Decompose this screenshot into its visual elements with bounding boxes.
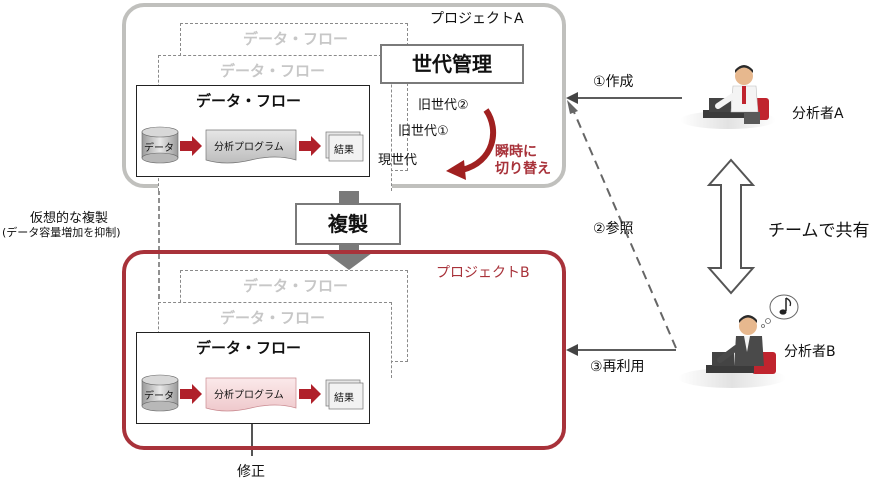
result-node-b-label: 結果 (334, 393, 354, 404)
analyst-b-label: 分析者B (784, 344, 836, 360)
reuse-arrow (566, 344, 676, 356)
create-arrow (566, 92, 682, 104)
reference-label: ②参照 (593, 221, 634, 237)
switch-instantly-text: 瞬時に切り替え (495, 144, 551, 177)
result-node-a-label: 結果 (334, 145, 354, 156)
reference-arrow (567, 100, 677, 349)
analyst-a-label: 分析者A (792, 106, 844, 122)
project-b-title: プロジェクトB (436, 265, 530, 281)
team-share-label: チームで共有 (768, 221, 870, 241)
old-gen-2-text: 旧世代② (418, 98, 469, 113)
b-current-data-flow-title: データ・フロー (196, 339, 302, 357)
program-node-a-label: 分析プログラム (214, 142, 284, 153)
reuse-label: ③再利用 (590, 359, 645, 375)
switch-curve-arrow (446, 108, 497, 180)
data-node-b-label: データ (144, 391, 174, 402)
virtual-copy-note: (データ容量増加を抑制) (2, 226, 121, 239)
copy-box: 複製 (295, 203, 401, 245)
modify-label: 修正 (237, 464, 265, 480)
old-gen-1-text: 旧世代① (398, 124, 449, 139)
old-gen-2-label: データ・フロー (243, 30, 349, 48)
analyst-b-figure (678, 315, 786, 388)
generation-management-box: 世代管理 (380, 44, 524, 84)
b-old-gen-2-label: データ・フロー (243, 277, 349, 295)
old-gen-1-label: データ・フロー (220, 62, 326, 80)
create-label: ①作成 (593, 74, 634, 90)
current-data-flow-title: データ・フロー (196, 92, 302, 110)
program-node-b-label: 分析プログラム (214, 390, 284, 401)
virtual-copy-title: 仮想的な複製 (30, 211, 109, 226)
team-share-arrow (706, 158, 756, 295)
b-old-gen-1-label: データ・フロー (220, 309, 326, 327)
analyst-a-figure (680, 65, 776, 129)
music-note-bubble (761, 294, 799, 328)
project-a-title: プロジェクトA (430, 11, 524, 27)
project-b-frame (122, 250, 566, 450)
data-node-a-label: データ (144, 143, 174, 154)
current-gen-text: 現世代 (378, 153, 418, 168)
